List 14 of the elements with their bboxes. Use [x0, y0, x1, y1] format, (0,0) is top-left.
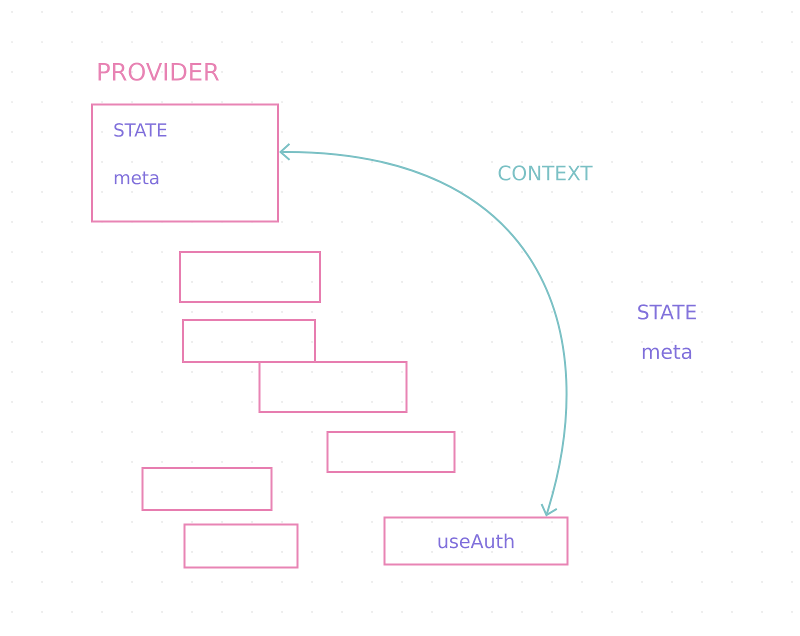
- component-box: [184, 523, 298, 568]
- box-text: STATE: [114, 123, 166, 137]
- component-box: [182, 318, 316, 363]
- arrow-note: meta: [642, 344, 692, 360]
- arrow-note: STATE: [638, 304, 696, 320]
- hook-box: useAuth: [384, 516, 568, 566]
- curved-arrow: [279, 143, 568, 516]
- edge-label: CONTEXT: [496, 164, 594, 182]
- component-box: [258, 360, 408, 413]
- box-text: meta: [114, 172, 158, 184]
- component-box: [326, 430, 456, 473]
- box-heading: PROVIDER: [98, 62, 219, 81]
- component-box: [179, 251, 321, 303]
- component-box: [142, 466, 272, 511]
